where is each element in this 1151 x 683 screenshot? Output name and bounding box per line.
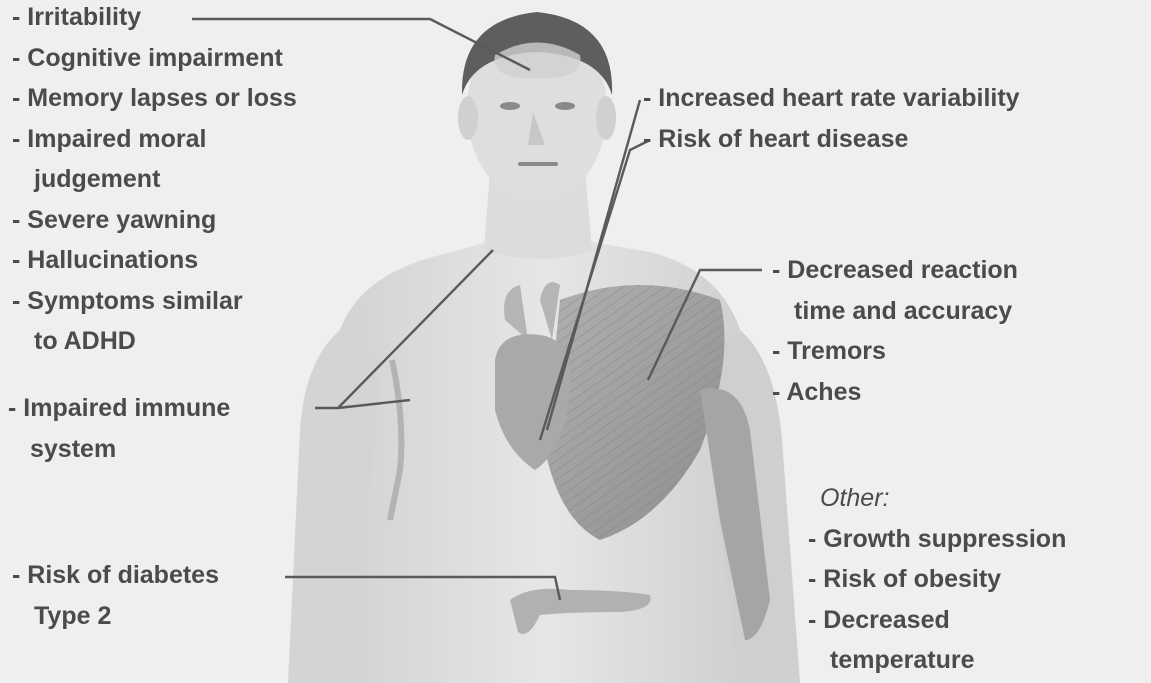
label-judgement: judgement bbox=[12, 159, 297, 200]
label-hallucinations: - Hallucinations bbox=[12, 240, 297, 281]
label-aches: - Aches bbox=[772, 372, 1018, 413]
other-heading-colon: : bbox=[883, 484, 890, 512]
label-tremors: - Tremors bbox=[772, 331, 1018, 372]
label-time-and-accuracy: time and accuracy bbox=[772, 291, 1018, 332]
label-temperature: temperature bbox=[808, 640, 1066, 681]
label-irritability: - Irritability bbox=[12, 0, 297, 38]
label-heart-rate-variability: - Increased heart rate variability bbox=[643, 78, 1020, 119]
label-growth-suppression: - Growth suppression bbox=[808, 519, 1066, 560]
diabetes-symptom-list: - Risk of diabetes Type 2 bbox=[12, 555, 219, 636]
label-impaired-moral: - Impaired moral bbox=[12, 119, 297, 160]
ear-left bbox=[458, 96, 478, 140]
brain-symptom-list: - Irritability - Cognitive impairment - … bbox=[12, 0, 297, 362]
label-decreased-reaction: - Decreased reaction bbox=[772, 250, 1018, 291]
label-memory-lapses: - Memory lapses or loss bbox=[12, 78, 297, 119]
other-heading: Other: bbox=[820, 478, 1066, 519]
label-impaired-immune: - Impaired immune bbox=[8, 388, 230, 429]
label-risk-of-obesity: - Risk of obesity bbox=[808, 559, 1066, 600]
ear-right bbox=[596, 96, 616, 140]
immune-symptom-list: - Impaired immune system bbox=[8, 388, 230, 469]
muscle-symptom-list: - Decreased reaction time and accuracy -… bbox=[772, 250, 1018, 412]
heart-symptom-list: - Increased heart rate variability - Ris… bbox=[643, 78, 1020, 159]
other-symptom-list: Other: - Growth suppression - Risk of ob… bbox=[808, 478, 1066, 681]
label-cognitive-impairment: - Cognitive impairment bbox=[12, 38, 297, 79]
label-heart-disease: - Risk of heart disease bbox=[643, 119, 1020, 160]
label-risk-of-diabetes: - Risk of diabetes bbox=[12, 555, 219, 596]
label-system: system bbox=[8, 429, 230, 470]
label-to-adhd: to ADHD bbox=[12, 321, 297, 362]
label-decreased: - Decreased bbox=[808, 600, 1066, 641]
other-heading-text: Other bbox=[820, 484, 883, 512]
label-severe-yawning: - Severe yawning bbox=[12, 200, 297, 241]
label-type-2: Type 2 bbox=[12, 596, 219, 637]
label-symptoms-similar: - Symptoms similar bbox=[12, 281, 297, 322]
